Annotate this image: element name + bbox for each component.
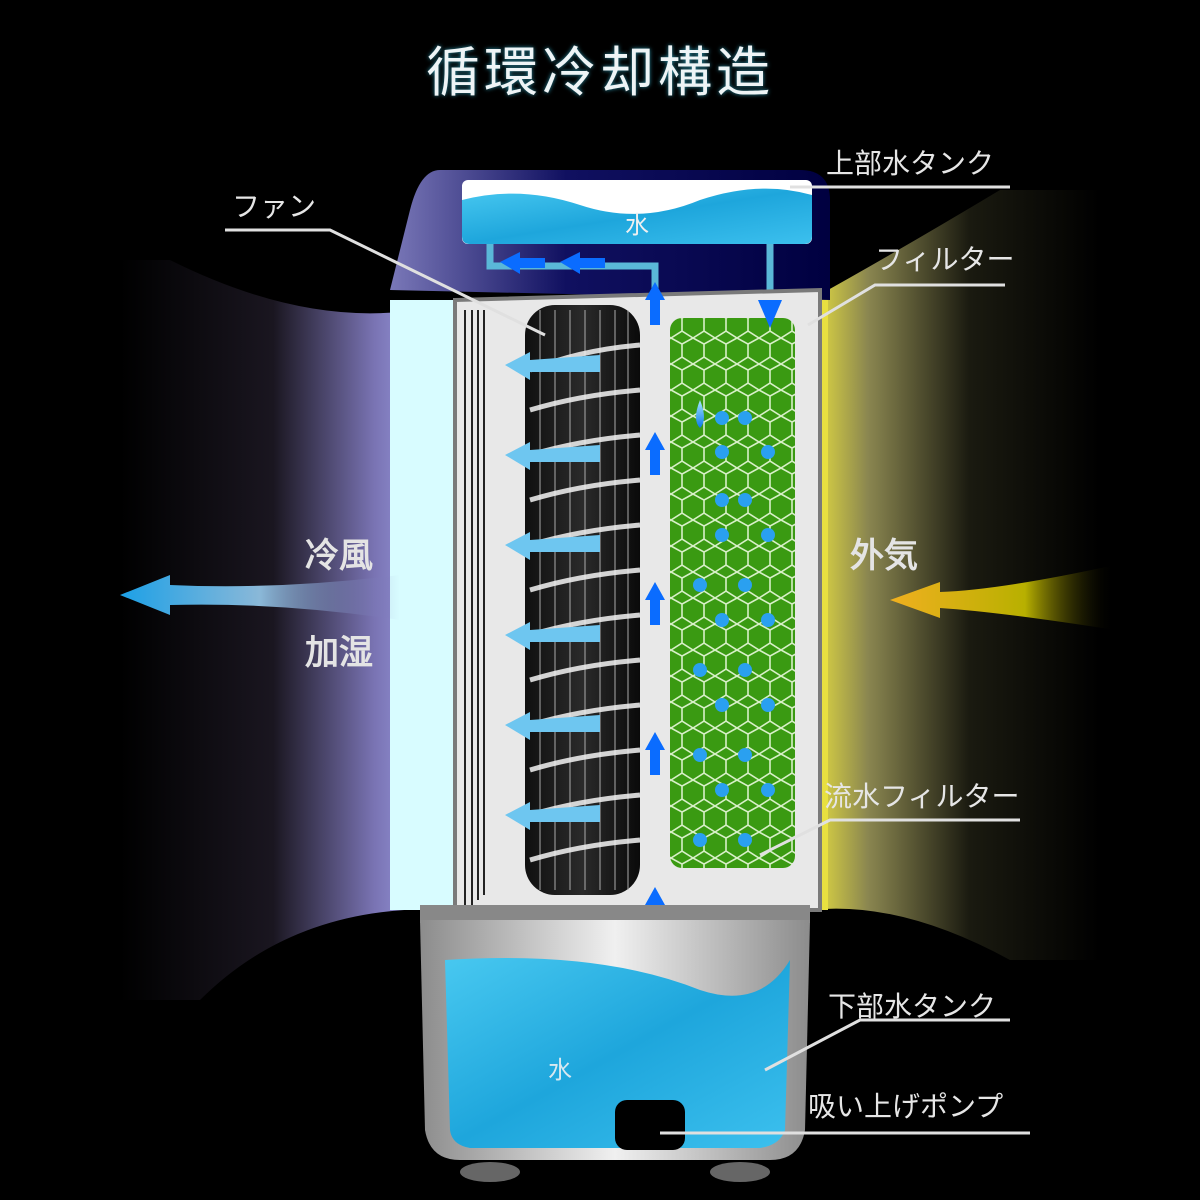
outside-air-inlet-arrow xyxy=(890,565,1115,630)
outside-air-label: 外気 xyxy=(850,536,918,576)
callout-lower-tank: 下部水タンク xyxy=(828,990,997,1023)
cool-air-label: 冷風 xyxy=(305,536,373,576)
outside-air-glow xyxy=(810,190,1100,960)
humidify-label: 加湿 xyxy=(305,633,373,673)
cool-air-outlet-arrow xyxy=(120,575,400,620)
callout-fan: ファン xyxy=(232,190,317,223)
callout-lines xyxy=(225,185,1030,1135)
cool-air-glow xyxy=(120,260,460,1000)
page-title: 循環冷却構造 xyxy=(426,41,774,104)
callout-upper-tank: 上部水タンク xyxy=(826,147,995,180)
pump xyxy=(615,1100,685,1150)
water-drops xyxy=(696,400,704,428)
lower-water-label: 水 xyxy=(548,1056,572,1084)
upper-water-tank xyxy=(462,188,812,244)
lower-water xyxy=(445,958,790,1148)
callout-flow-filter: 流水フィルター xyxy=(824,780,1020,813)
callout-pump: 吸い上げポンプ xyxy=(808,1090,1004,1123)
fan-airflow-arrows xyxy=(505,352,600,830)
flow-filter-mesh xyxy=(670,318,795,868)
upper-water-label: 水 xyxy=(625,211,649,239)
callout-filter: フィルター xyxy=(875,243,1015,276)
